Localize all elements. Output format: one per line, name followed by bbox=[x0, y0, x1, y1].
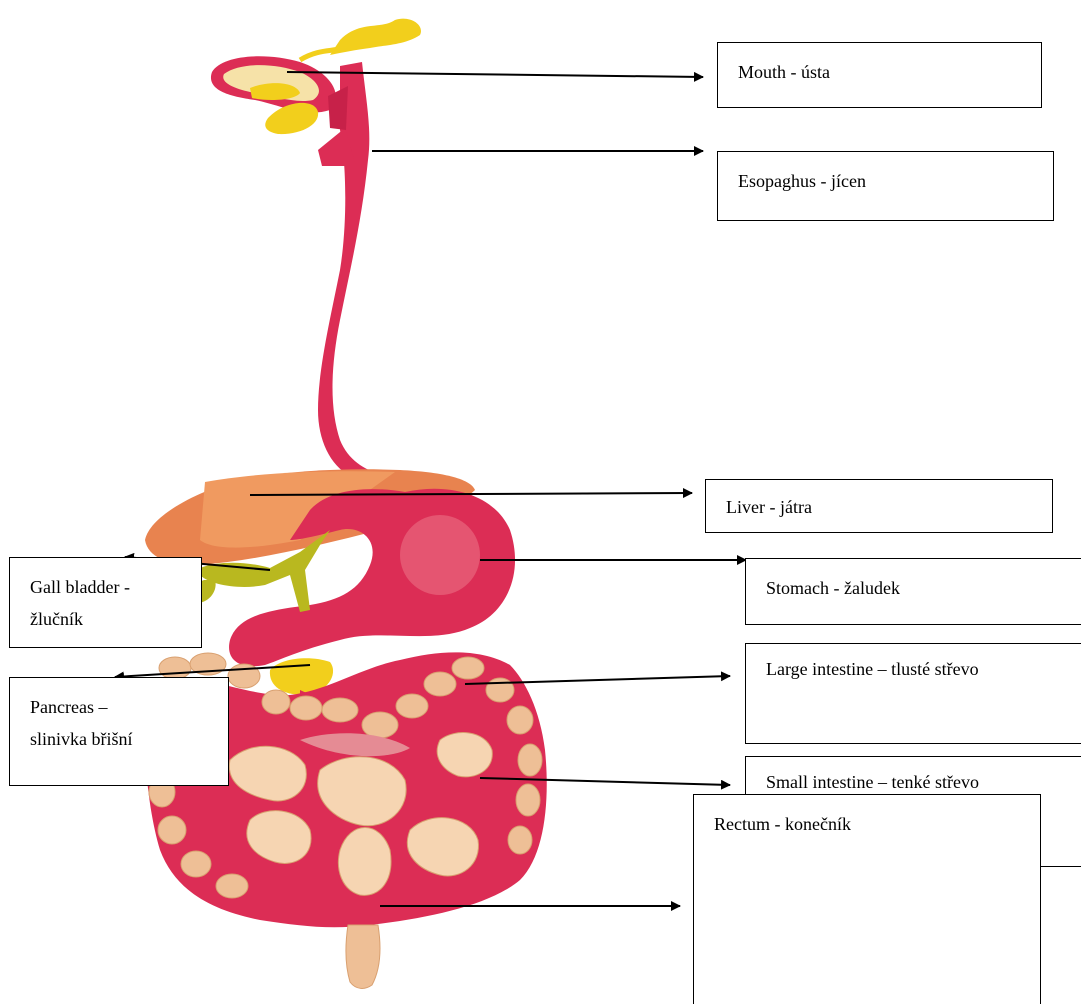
label-large-intestine: Large intestine – tlusté střevo bbox=[745, 643, 1081, 744]
label-small-intestine-text: Small intestine – tenké střevo bbox=[766, 772, 979, 792]
label-esophagus-text: Esopaghus - jícen bbox=[738, 171, 866, 191]
label-large-intestine-text: Large intestine – tlusté střevo bbox=[766, 659, 979, 679]
label-esophagus: Esopaghus - jícen bbox=[717, 151, 1054, 221]
label-rectum-text: Rectum - konečník bbox=[714, 814, 851, 834]
label-gall-bladder: Gall bladder - žlučník bbox=[9, 557, 202, 648]
label-pancreas-line-1: Pancreas – bbox=[30, 692, 228, 724]
label-liver: Liver - játra bbox=[705, 479, 1053, 533]
rectum-illustration bbox=[346, 925, 380, 988]
esophagus-illustration bbox=[318, 62, 380, 476]
label-pancreas-line-2: slinivka břišní bbox=[30, 724, 228, 756]
label-gall-bladder-line-1: Gall bladder - bbox=[30, 572, 201, 604]
label-gall-bladder-line-2: žlučník bbox=[30, 604, 201, 636]
label-rectum: Rectum - konečník bbox=[693, 794, 1041, 1004]
label-liver-text: Liver - játra bbox=[726, 497, 812, 517]
label-stomach: Stomach - žaludek bbox=[745, 558, 1081, 625]
mouth-illustration bbox=[211, 19, 421, 134]
label-mouth-text: Mouth - ústa bbox=[738, 62, 830, 82]
label-mouth: Mouth - ústa bbox=[717, 42, 1042, 108]
label-stomach-text: Stomach - žaludek bbox=[766, 578, 900, 598]
label-pancreas: Pancreas – slinivka břišní bbox=[9, 677, 229, 786]
